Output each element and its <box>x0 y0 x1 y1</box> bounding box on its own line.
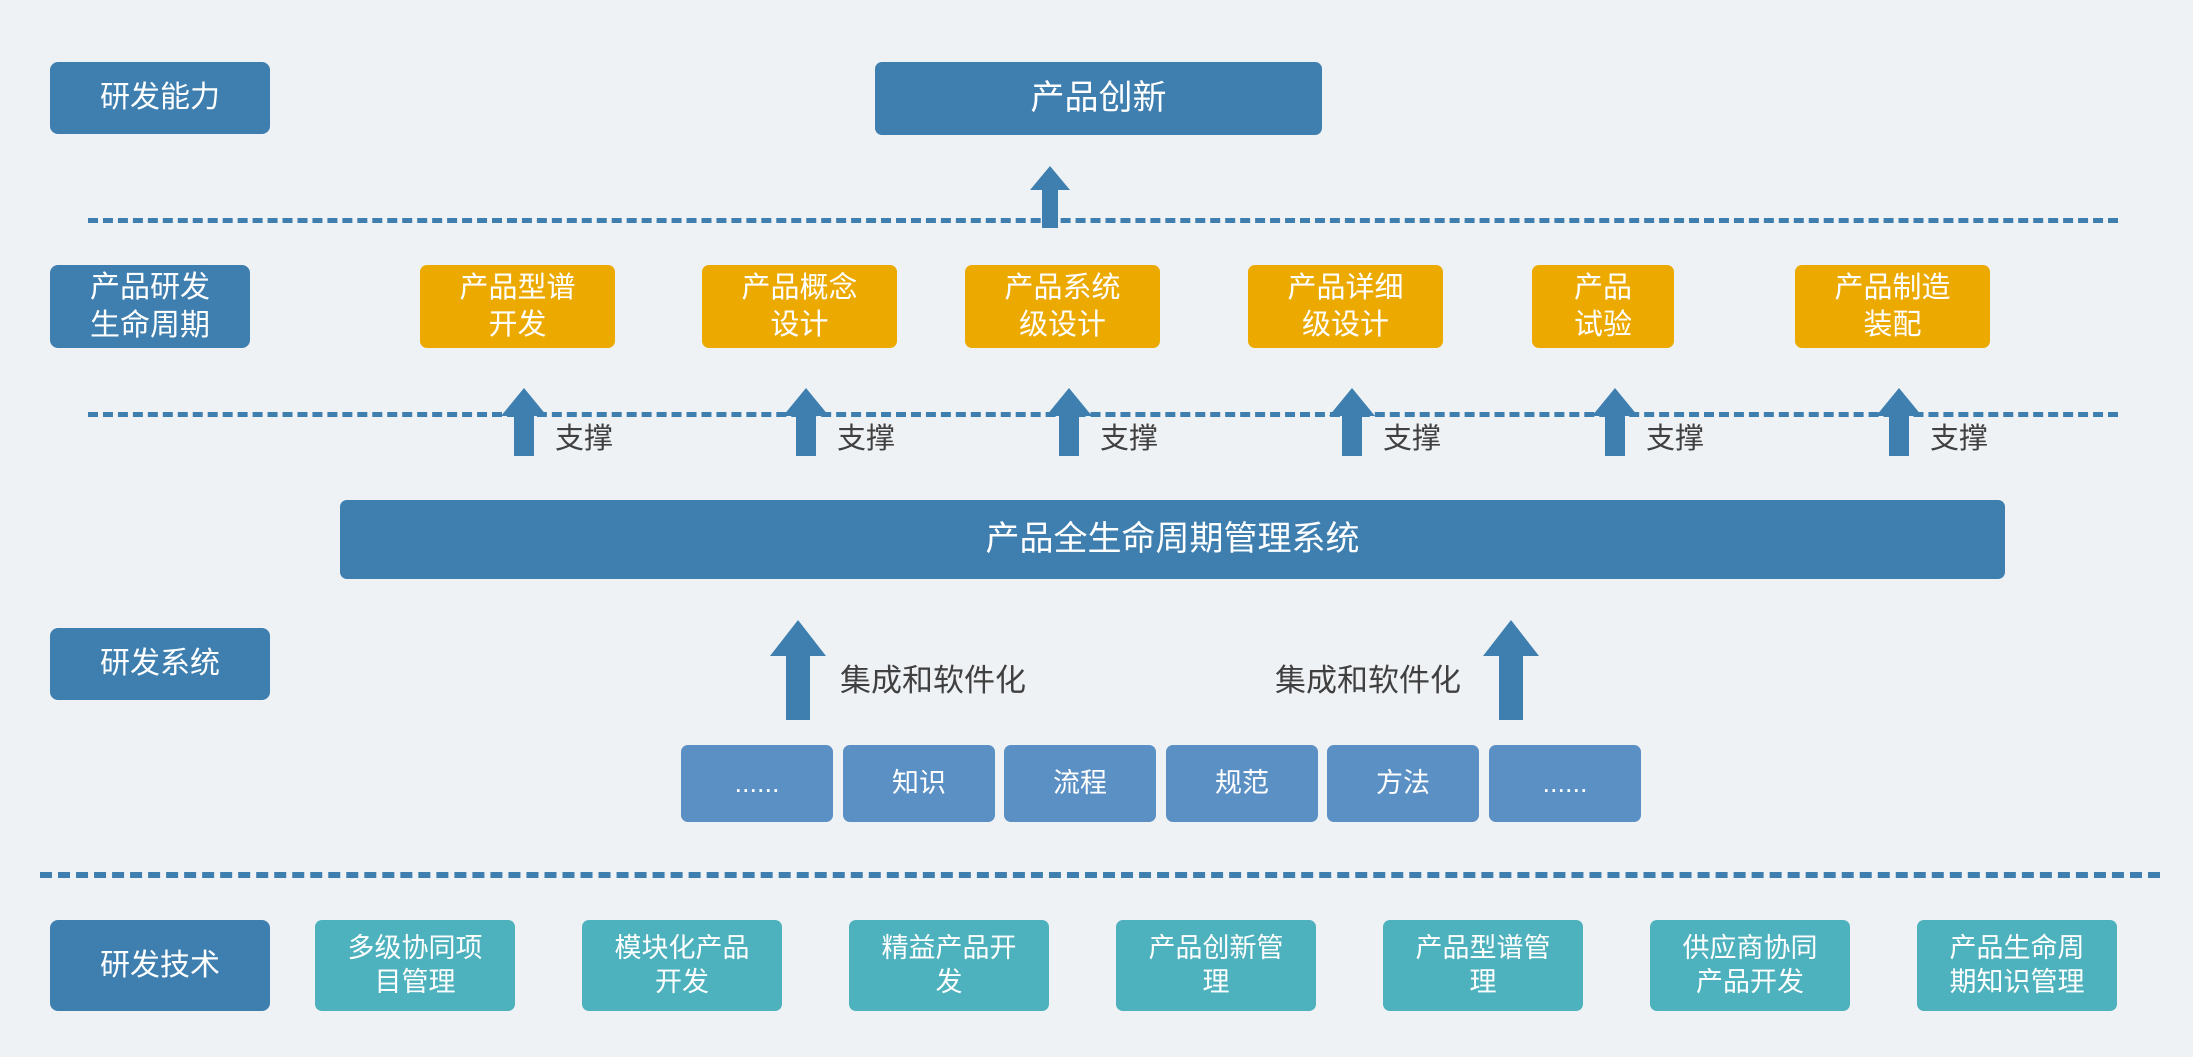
lane-label-technology: 研发技术 <box>50 920 270 1011</box>
arrow-integration-label-left: 集成和软件化 <box>840 663 1026 698</box>
arrow-up-to-product-innovation <box>1030 166 1070 228</box>
arrow-support-label-4: 支撑 <box>1383 423 1442 455</box>
stage-box-5: 产品 试验 <box>1532 265 1674 348</box>
stage-box-3: 产品系统 级设计 <box>965 265 1160 348</box>
separator-system-technology <box>40 872 2160 878</box>
arrow-integration-label-right: 集成和软件化 <box>1275 663 1461 698</box>
asset-pill-4: 规范 <box>1166 745 1318 822</box>
arrow-support-1 <box>501 388 547 456</box>
lane-label-system: 研发系统 <box>50 628 270 700</box>
asset-pill-2: 知识 <box>843 745 995 822</box>
technology-box-4: 产品创新管 理 <box>1116 920 1316 1011</box>
arrow-support-label-1: 支撑 <box>555 423 614 455</box>
stage-box-4: 产品详细 级设计 <box>1248 265 1443 348</box>
technology-box-6: 供应商协同 产品开发 <box>1650 920 1850 1011</box>
technology-box-1: 多级协同项 目管理 <box>315 920 515 1011</box>
arrow-integration-left <box>770 620 826 720</box>
arrow-support-label-5: 支撑 <box>1646 423 1705 455</box>
technology-box-5: 产品型谱管 理 <box>1383 920 1583 1011</box>
asset-pill-3: 流程 <box>1004 745 1156 822</box>
stage-box-6: 产品制造 装配 <box>1795 265 1990 348</box>
lane-label-capability: 研发能力 <box>50 62 270 134</box>
arrow-integration-right <box>1483 620 1539 720</box>
asset-pill-5: 方法 <box>1327 745 1479 822</box>
plm-system-bar: 产品全生命周期管理系统 <box>340 500 2005 579</box>
lane-label-lifecycle: 产品研发 生命周期 <box>50 265 250 348</box>
arrow-support-label-3: 支撑 <box>1100 423 1159 455</box>
technology-box-7: 产品生命周 期知识管理 <box>1917 920 2117 1011</box>
arrow-support-label-2: 支撑 <box>837 423 896 455</box>
arrow-support-label-6: 支撑 <box>1930 423 1989 455</box>
arrow-support-5 <box>1592 388 1638 456</box>
technology-box-3: 精益产品开 发 <box>849 920 1049 1011</box>
technology-box-2: 模块化产品 开发 <box>582 920 782 1011</box>
separator-lifecycle-system <box>88 412 2118 417</box>
asset-pill-1: ...... <box>681 745 833 822</box>
arrow-support-4 <box>1329 388 1375 456</box>
separator-capability-lifecycle <box>88 218 2118 223</box>
stage-box-2: 产品概念 设计 <box>702 265 897 348</box>
headline-product-innovation: 产品创新 <box>875 62 1322 135</box>
asset-pill-6: ...... <box>1489 745 1641 822</box>
arrow-support-2 <box>783 388 829 456</box>
arrow-support-3 <box>1046 388 1092 456</box>
stage-box-1: 产品型谱 开发 <box>420 265 615 348</box>
arrow-support-6 <box>1876 388 1922 456</box>
